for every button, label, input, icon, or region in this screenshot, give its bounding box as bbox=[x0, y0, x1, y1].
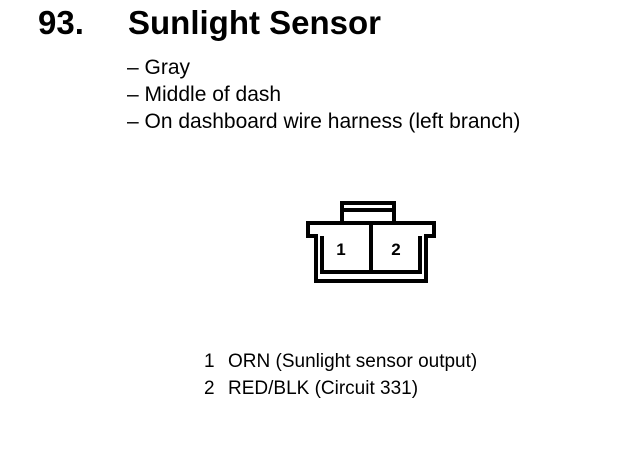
detail-harness: – On dashboard wire harness (left branch… bbox=[127, 110, 521, 133]
component-details-list: – Gray – Middle of dash – On dashboard w… bbox=[127, 54, 520, 135]
pinout-pin-number: 2 bbox=[204, 378, 215, 399]
detail-location: – Middle of dash bbox=[127, 83, 282, 106]
pinout-row: 1 ORN (Sunlight sensor output) bbox=[204, 348, 477, 375]
connector-housing bbox=[306, 221, 436, 283]
pinout-pin-number: 1 bbox=[204, 351, 215, 372]
pinout-description: ORN (Sunlight sensor output) bbox=[228, 351, 478, 372]
detail-color: – Gray bbox=[127, 56, 191, 79]
component-number: 93. bbox=[38, 4, 84, 41]
pinout-list: 1 ORN (Sunlight sensor output) 2 RED/BLK (… bbox=[204, 348, 477, 402]
connector-pin-1-label: 1 bbox=[336, 240, 345, 259]
connector-pin-2-label: 2 bbox=[391, 240, 400, 259]
pinout-description: RED/BLK (Circuit 331) bbox=[228, 378, 419, 399]
pinout-row: 2 RED/BLK (Circuit 331) bbox=[204, 375, 477, 402]
component-title: Sunlight Sensor bbox=[128, 4, 382, 41]
connector-latch bbox=[340, 201, 396, 225]
connector-diagram: 1 2 bbox=[306, 201, 436, 283]
